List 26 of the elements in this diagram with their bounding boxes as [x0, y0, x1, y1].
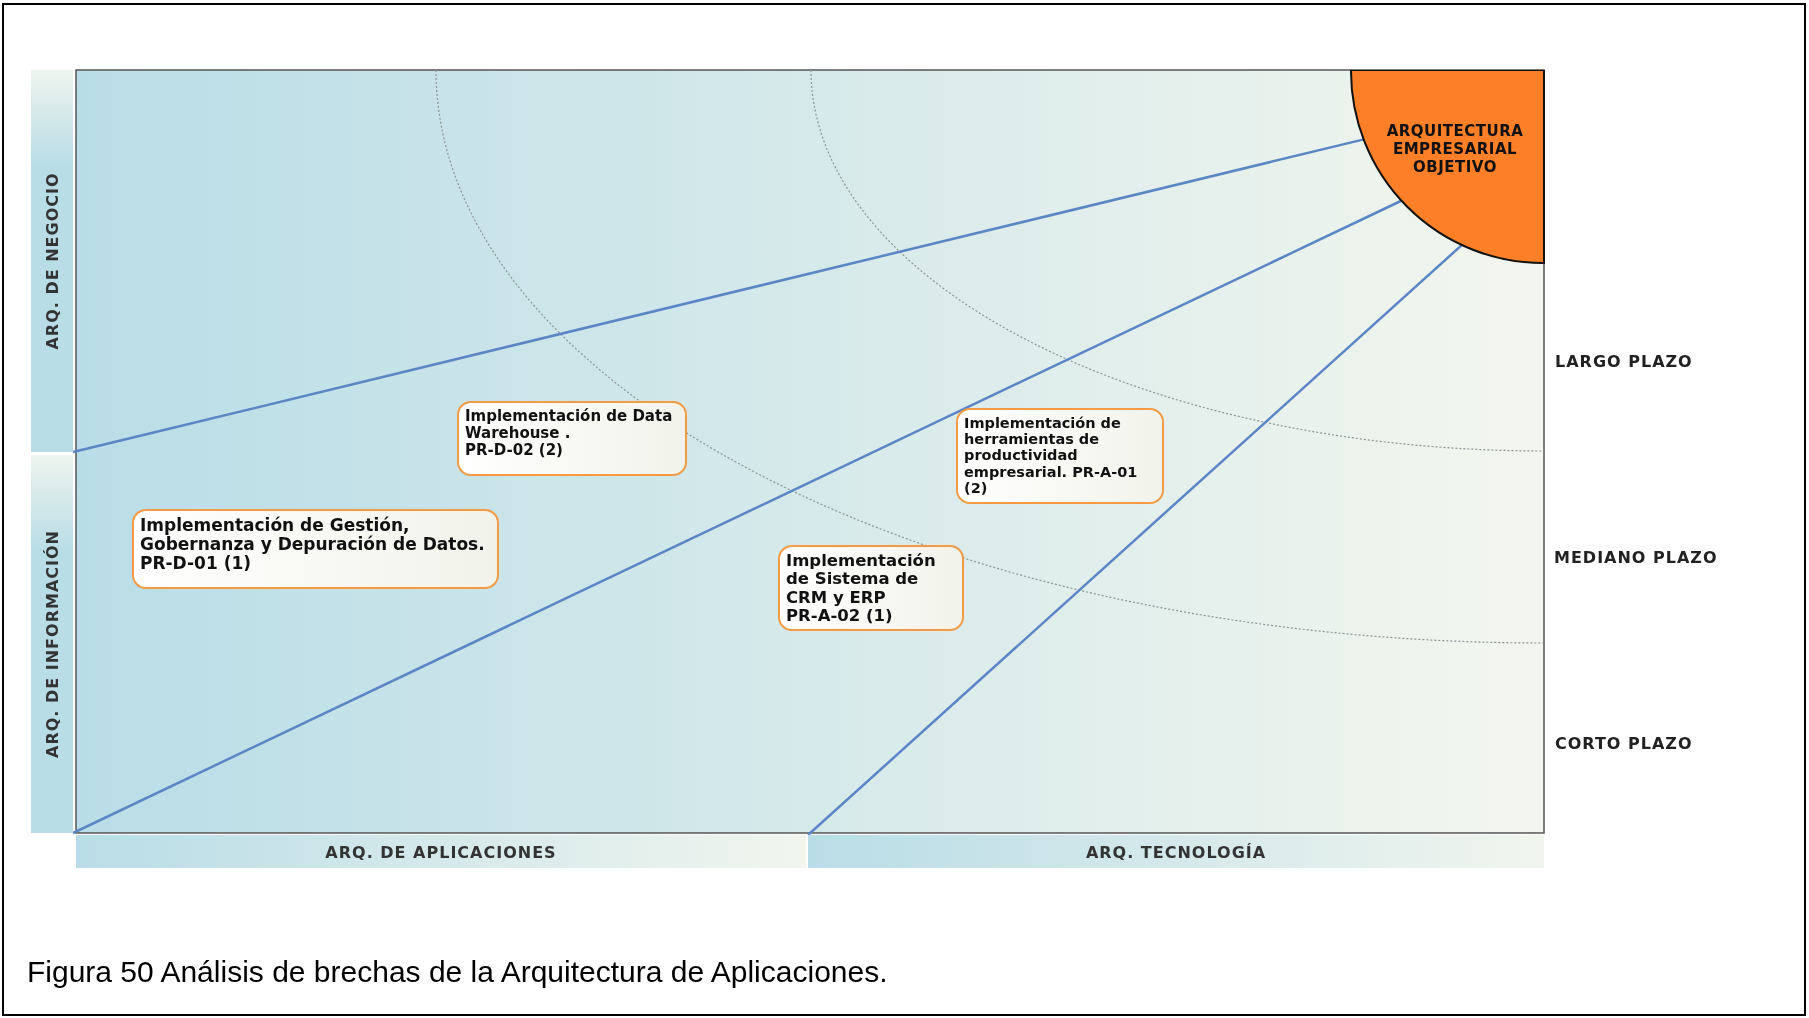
timeframe-label: CORTO PLAZO	[1555, 734, 1693, 753]
project-box	[132, 509, 499, 589]
axis-band	[76, 835, 806, 868]
project-label: Implementación de herramientas de productividad empresarial. PR-A-01 (2)	[964, 415, 1139, 497]
timeframe-label: MEDIANO PLAZO	[1554, 548, 1718, 567]
target-label: ARQUITECTURA EMPRESARIAL OBJETIVO	[1385, 122, 1525, 176]
project-box	[778, 545, 964, 631]
axis-band	[31, 455, 73, 833]
connector-line	[807, 243, 1463, 836]
timeframe-label: LARGO PLAZO	[1555, 352, 1693, 371]
project-label: PR-D-02 (2)	[465, 441, 564, 459]
figure-caption: Figura 50 Análisis de brechas de la Arquitectura de Aplicaciones.	[27, 955, 888, 989]
project-label: PR-A-02 (1)	[786, 607, 894, 626]
connector-line	[72, 138, 1365, 454]
project-label: Implementación de Gestión, Gobernanza y Depuración de Datos.	[140, 516, 486, 555]
project-label: Implementación de Data Warehouse .	[465, 408, 674, 442]
project-label: PR-D-01 (1)	[140, 554, 253, 574]
axis-label: ARQ. TECNOLOGÍA	[1084, 842, 1268, 861]
axis-label: ARQ. DE APLICACIONES	[324, 842, 558, 861]
project-label: Implementación de Sistema de CRM y ERP	[786, 552, 937, 608]
axis-label: ARQ. DE NEGOCIO	[42, 172, 62, 350]
project-box	[956, 408, 1164, 504]
project-box	[457, 401, 687, 476]
axis-label: ARQ. DE INFORMACIÓN	[42, 530, 62, 758]
axis-band	[31, 70, 73, 452]
axis-band	[808, 835, 1544, 868]
